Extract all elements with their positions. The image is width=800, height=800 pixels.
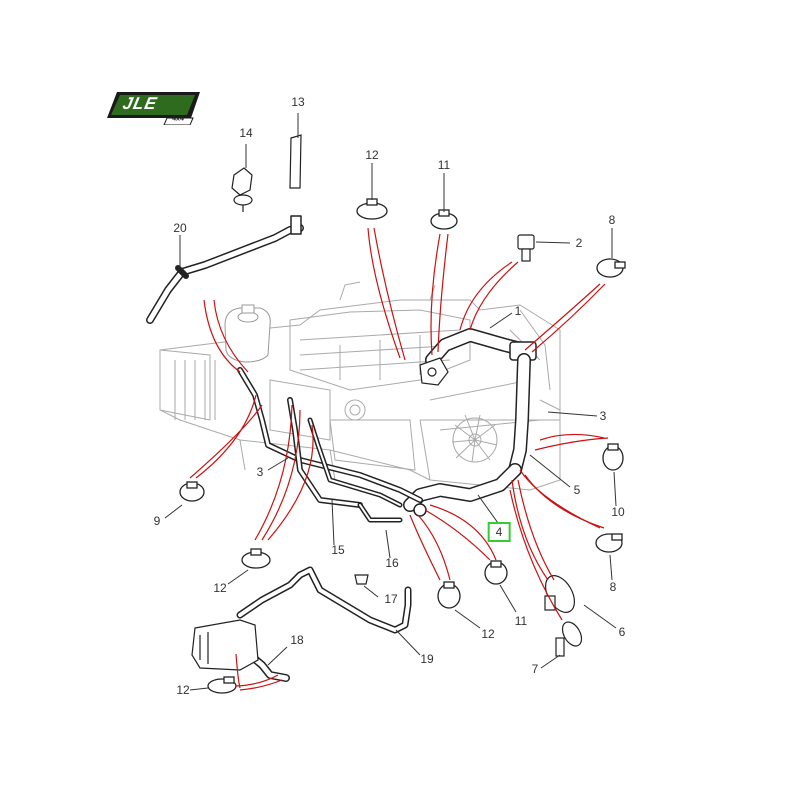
callout-4-highlighted: 4 [487,522,511,542]
callout-14: 14 [239,126,253,140]
callout-8-top: 8 [608,213,616,227]
hoses [146,215,537,682]
expansion-tank [224,304,271,363]
callout-9: 9 [153,514,161,528]
callout-3-left: 3 [256,465,264,479]
callout-12-top: 12 [365,148,379,162]
callout-3-right: 3 [599,409,607,423]
callout-12-bottom-left: 12 [176,683,190,697]
jle-logo [107,92,200,125]
callout-10: 10 [611,505,625,519]
callout-15: 15 [331,543,345,557]
callout-19: 19 [420,652,434,666]
callout-7: 7 [531,662,539,676]
callout-16: 16 [385,556,399,570]
callout-20: 20 [173,221,187,235]
engine-outline [159,281,561,491]
callout-2: 2 [575,236,583,250]
callout-leaders [164,113,617,691]
callout-1: 1 [514,304,522,318]
leader-lines [189,227,609,691]
callout-11-bottom: 11 [514,614,528,628]
callout-5: 5 [573,483,581,497]
callout-11-top: 11 [437,158,451,172]
callout-8-bottom: 8 [609,580,617,594]
callout-12-bottom: 12 [481,627,495,641]
callout-12-left: 12 [213,581,227,595]
callout-6: 6 [618,625,626,639]
fittings [191,134,583,671]
callout-17: 17 [384,592,398,606]
logo-sub: 4x4 [172,115,184,123]
hose-clamps [179,198,626,694]
callout-18: 18 [290,633,304,647]
callout-13: 13 [291,95,305,109]
